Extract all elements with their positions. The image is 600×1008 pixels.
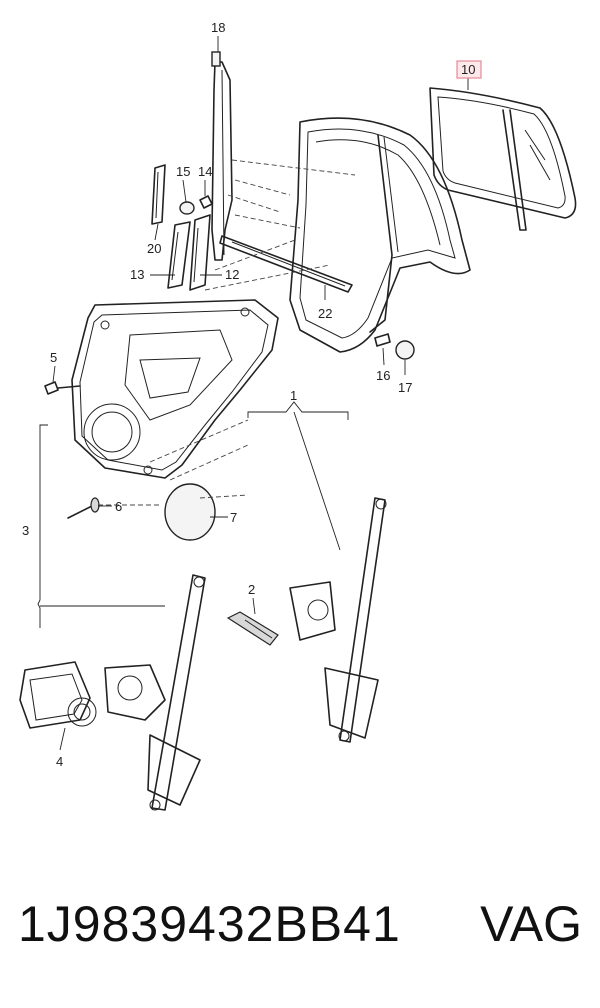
mounting-bolt (44, 381, 81, 395)
door-trim-piece (151, 164, 166, 225)
door-frame (289, 117, 471, 353)
callout-4: 4 (56, 754, 63, 769)
callout-labels: 18 10 15 14 20 13 12 22 16 17 5 1 3 6 7 … (22, 20, 475, 769)
callout-18: 18 (211, 20, 225, 35)
callout-20: 20 (147, 241, 161, 256)
callout-10-highlight (456, 60, 482, 79)
clip-and-screw (179, 195, 213, 215)
cover-disc (164, 483, 216, 541)
callout-2: 2 (248, 582, 255, 597)
callout-12: 12 (225, 267, 239, 282)
group-brackets (37, 401, 349, 628)
callout-5: 5 (50, 350, 57, 365)
part-number: 1J9839432BB41 (18, 896, 401, 952)
leader-lines (52, 36, 469, 751)
assembly-guide-lines (98, 159, 356, 506)
exploded-parts-diagram: 18 10 15 14 20 13 12 22 16 17 5 1 3 6 7 … (19, 20, 577, 811)
callout-14: 14 (198, 164, 212, 179)
window-seal-strip (219, 235, 353, 293)
callout-22: 22 (318, 306, 332, 321)
callout-13: 13 (130, 267, 144, 282)
window-channel-strips (167, 214, 211, 291)
bolt-and-cap (374, 333, 415, 360)
window-regulator-left (104, 574, 206, 811)
window-guide-strip (211, 51, 233, 261)
quarter-window-glass (429, 87, 577, 231)
callout-15: 15 (176, 164, 190, 179)
blind-rivet (67, 497, 100, 519)
callout-1: 1 (290, 388, 297, 403)
door-module-carrier (71, 299, 279, 479)
callout-16: 16 (376, 368, 390, 383)
crank-handle (226, 611, 279, 646)
callout-3: 3 (22, 523, 29, 538)
callout-7: 7 (230, 510, 237, 525)
callout-10: 10 (461, 62, 475, 77)
callout-17: 17 (398, 380, 412, 395)
callout-6: 6 (115, 499, 122, 514)
window-regulator-right (289, 497, 387, 743)
brand-name: VAG (480, 896, 582, 952)
window-motor (19, 661, 97, 729)
